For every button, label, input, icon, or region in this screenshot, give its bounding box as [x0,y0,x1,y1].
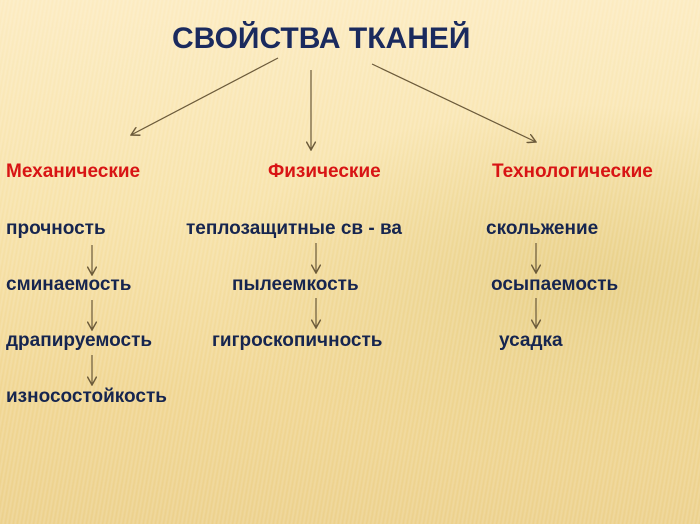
category-mechanical: Механические [6,161,141,182]
diagram-title: СВОЙСТВА ТКАНЕЙ [172,22,471,55]
arrow-to-technological [371,63,536,142]
arrow-to-mechanical [131,57,279,135]
tech-item-slip: скольжение [486,218,599,239]
phys-item-hygro: гигроскопичность [212,330,383,351]
tech-item-fray: осыпаемость [491,274,619,295]
mech-item-strength: прочность [6,218,106,239]
mech-item-drape: драпируемость [6,330,153,351]
tech-item-shrink: усадка [499,330,563,351]
phys-item-thermal: теплозащитные св - ва [186,218,402,239]
mech-item-crease: сминаемость [6,274,132,295]
mech-item-wear: износостойкость [6,386,167,407]
category-technological: Технологические [492,161,653,182]
category-physical: Физические [268,161,381,182]
phys-item-dust: пылеемкость [232,274,359,295]
